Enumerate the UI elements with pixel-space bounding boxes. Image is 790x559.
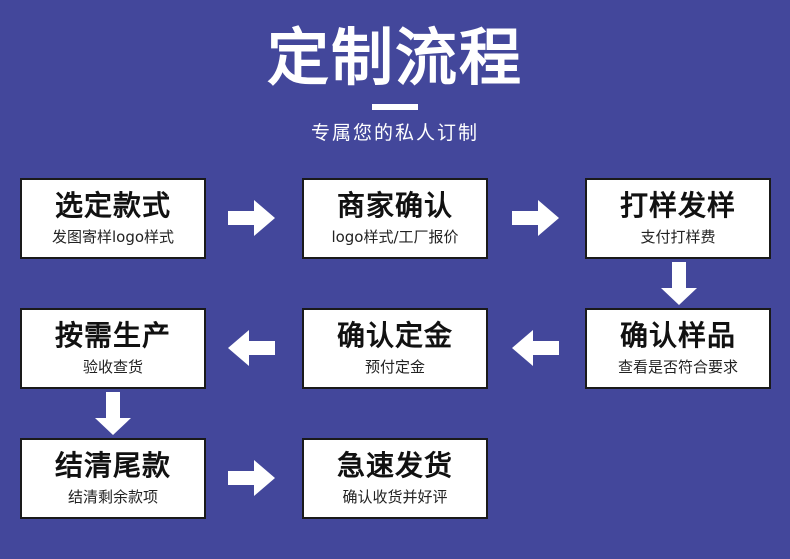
banner-header: 定制流程 专属您的私人订制 (0, 0, 790, 145)
flow-step-7-title: 结清尾款 (54, 449, 171, 482)
arrow-down-icon-1 (659, 262, 699, 306)
flow-step-4[interactable]: 确认样品 查看是否符合要求 (585, 308, 771, 389)
flow-step-3-subtitle: 支付打样费 (640, 228, 716, 246)
flow-step-2-title: 商家确认 (336, 189, 453, 222)
arrow-left-icon-1 (228, 328, 276, 368)
flow-step-5[interactable]: 确认定金 预付定金 (302, 308, 488, 389)
flow-step-8-subtitle: 确认收货并好评 (342, 488, 448, 506)
page-subtitle: 专属您的私人订制 (310, 122, 479, 144)
flow-step-3-title: 打样发样 (619, 189, 736, 222)
arrow-right-icon-3 (228, 458, 276, 498)
flow-step-6-subtitle: 验收查货 (82, 358, 143, 376)
arrow-down-icon-2 (93, 392, 133, 436)
flow-step-3[interactable]: 打样发样 支付打样费 (585, 178, 771, 259)
arrow-right-icon-1 (228, 198, 276, 238)
arrow-right-icon-2 (512, 198, 560, 238)
flow-step-7-subtitle: 结清剩余款项 (67, 488, 158, 506)
flow-step-5-title: 确认定金 (336, 319, 453, 352)
flow-step-5-subtitle: 预付定金 (364, 358, 425, 376)
flow-step-1[interactable]: 选定款式 发图寄样logo样式 (20, 178, 206, 259)
flow-step-8-title: 急速发货 (336, 449, 453, 482)
flow-step-1-subtitle: 发图寄样logo样式 (51, 228, 175, 246)
flow-step-4-subtitle: 查看是否符合要求 (617, 358, 738, 376)
flow-step-1-title: 选定款式 (54, 189, 171, 222)
page-title: 定制流程 (266, 21, 523, 94)
title-divider (372, 104, 418, 110)
arrow-left-icon-2 (512, 328, 560, 368)
flow-step-6[interactable]: 按需生产 验收查货 (20, 308, 206, 389)
flow-step-7[interactable]: 结清尾款 结清剩余款项 (20, 438, 206, 519)
flow-step-2[interactable]: 商家确认 logo样式/工厂报价 (302, 178, 488, 259)
flow-step-2-subtitle: logo样式/工厂报价 (331, 228, 459, 246)
flow-step-4-title: 确认样品 (619, 319, 736, 352)
flow-step-6-title: 按需生产 (54, 319, 171, 352)
flow-step-8[interactable]: 急速发货 确认收货并好评 (302, 438, 488, 519)
